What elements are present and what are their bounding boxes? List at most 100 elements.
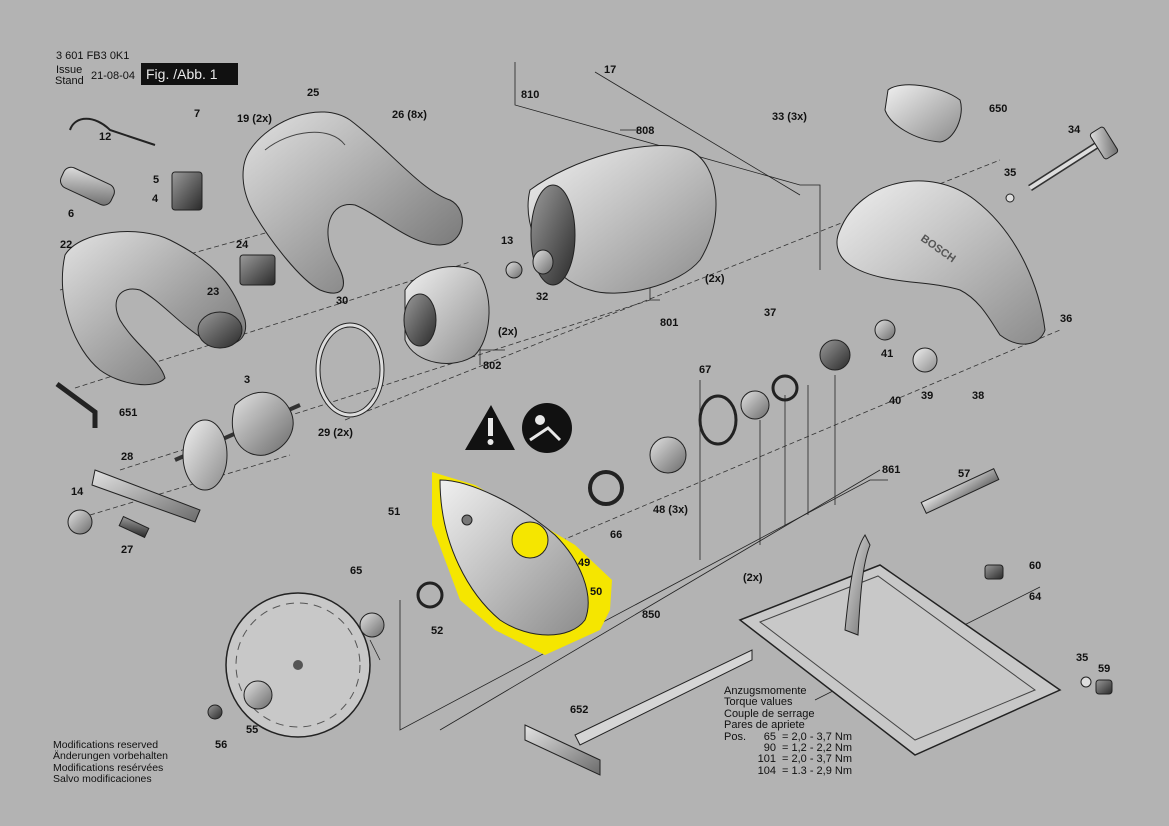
- saw-blade: [225, 592, 371, 738]
- label-part: 65: [350, 565, 362, 577]
- label-part: 861: [882, 464, 900, 476]
- label-part: 26 (8x): [392, 109, 427, 121]
- spindle-shaft: [1028, 126, 1119, 191]
- label-part: 66: [610, 529, 622, 541]
- small-parts: [60, 117, 1113, 720]
- issue-date: 21-08-04: [91, 70, 136, 82]
- label-part: 35: [1076, 652, 1088, 664]
- label-part: 13: [501, 235, 513, 247]
- label-part: 650: [989, 103, 1007, 115]
- part-number: 3 601 FB3 0K1: [56, 50, 130, 62]
- armature: [174, 391, 301, 491]
- label-part: 810: [521, 89, 539, 101]
- torque-value: = 2,0 - 3,7 Nm: [782, 730, 853, 743]
- figure-label: Fig. /Abb. 1: [141, 63, 238, 85]
- label-part: 33 (3x): [772, 111, 807, 123]
- label-part: 22: [60, 239, 72, 251]
- label-part: 40: [889, 395, 901, 407]
- warning-icon: [465, 405, 515, 450]
- torque-value: = 1,2 - 2,2 Nm: [782, 742, 853, 755]
- torque-title-de: Anzugsmomente: [724, 685, 807, 697]
- label-part: 3: [244, 374, 250, 386]
- label-part: 5: [153, 174, 159, 186]
- label-part: 17: [604, 64, 616, 76]
- field-coil: [403, 266, 490, 364]
- label-part: 37: [764, 307, 776, 319]
- part-number-labels: 3 4 5 6 7 12 13 14 17 19 (2x) 22 23 24 2…: [60, 64, 1110, 751]
- label-part: 652: [570, 704, 588, 716]
- torque-value: = 2,0 - 3,7 Nm: [782, 753, 853, 766]
- rear-handle: [61, 231, 247, 386]
- label-part: 48 (3x): [653, 504, 688, 516]
- issue-label: Issue: [56, 64, 83, 76]
- label-part: 4: [152, 193, 159, 205]
- base-plate: [738, 534, 1062, 756]
- torque-pos: 65: [763, 730, 776, 743]
- torque-title-es: Pares de apriete: [724, 719, 805, 732]
- label-part: 14: [71, 486, 84, 498]
- label-part: 35: [1004, 167, 1016, 179]
- label-part: 60: [1029, 560, 1041, 572]
- label-part: 808: [636, 125, 654, 137]
- mod-line: Modifications resérvées: [53, 761, 164, 774]
- label-part: 57: [958, 468, 970, 480]
- label-part: 56: [215, 739, 227, 751]
- label-part: 39: [921, 390, 933, 402]
- label-part: 49: [578, 557, 590, 569]
- label-part: 50: [590, 586, 602, 598]
- header-block: 3 601 FB3 0K1: [56, 50, 129, 62]
- torque-pos: 104: [757, 764, 776, 777]
- label-part: (2x): [498, 326, 518, 338]
- label-part: 51: [388, 506, 400, 518]
- torque-values-table: Anzugsmomente Torque values Couple de se…: [724, 685, 853, 777]
- label-part: 38: [972, 390, 984, 402]
- torque-title-en: Torque values: [724, 696, 793, 709]
- label-part: 27: [121, 544, 133, 556]
- label-part: 36: [1060, 313, 1072, 325]
- torque-row: Pos. 65 = 2,0 - 3,7 Nm: [724, 730, 853, 743]
- modifications-notice: Modifications reserved Änderungen vorbeh…: [53, 739, 169, 785]
- motor-housing: [527, 145, 717, 294]
- label-part: 32: [536, 291, 548, 303]
- label-part: 25: [307, 87, 319, 99]
- label-part: 6: [68, 208, 74, 220]
- label-part: 802: [483, 360, 501, 372]
- label-part: 41: [881, 348, 893, 360]
- torque-row: 101 = 2,0 - 3,7 Nm: [724, 753, 853, 766]
- label-part: 28: [121, 451, 133, 463]
- mod-line: Salvo modificaciones: [53, 772, 152, 785]
- hex-key: [55, 381, 98, 428]
- label-part: 34: [1068, 124, 1081, 136]
- label-part: 23: [207, 286, 219, 298]
- torque-pos: 101: [757, 753, 776, 766]
- label-part: 64: [1029, 591, 1042, 603]
- label-part: 24: [236, 239, 249, 251]
- label-part: 651: [119, 407, 137, 419]
- label-part: 850: [642, 609, 660, 621]
- label-part: 19 (2x): [237, 113, 272, 125]
- mod-line: Modifications reserved: [53, 739, 159, 751]
- pos-label: Pos.: [724, 730, 747, 743]
- blade-guard-cover-highlight: [432, 472, 612, 655]
- label-part: 67: [699, 364, 711, 376]
- label-part: (2x): [743, 572, 763, 584]
- label-part: 30: [336, 295, 348, 307]
- stand-label: Stand: [55, 75, 84, 87]
- wear-protection-icon: [522, 403, 572, 453]
- label-part: 59: [1098, 663, 1110, 675]
- label-part: (2x): [705, 273, 725, 285]
- torque-row: 104 = 1.3 - 2,9 Nm: [724, 764, 852, 777]
- rip-fence: [524, 649, 753, 776]
- torque-title-fr: Couple de serrage: [724, 707, 815, 720]
- blade-guard: BOSCH: [836, 180, 1046, 345]
- label-part: 7: [194, 108, 200, 120]
- handle-housing: [242, 111, 463, 294]
- label-part: 29 (2x): [318, 427, 353, 439]
- mod-line: Änderungen vorbehalten: [53, 750, 169, 763]
- label-part: 801: [660, 317, 678, 329]
- dust-cover: [884, 84, 962, 143]
- fan-ring: [315, 322, 385, 418]
- torque-row: 90 = 1,2 - 2,2 Nm: [724, 742, 853, 755]
